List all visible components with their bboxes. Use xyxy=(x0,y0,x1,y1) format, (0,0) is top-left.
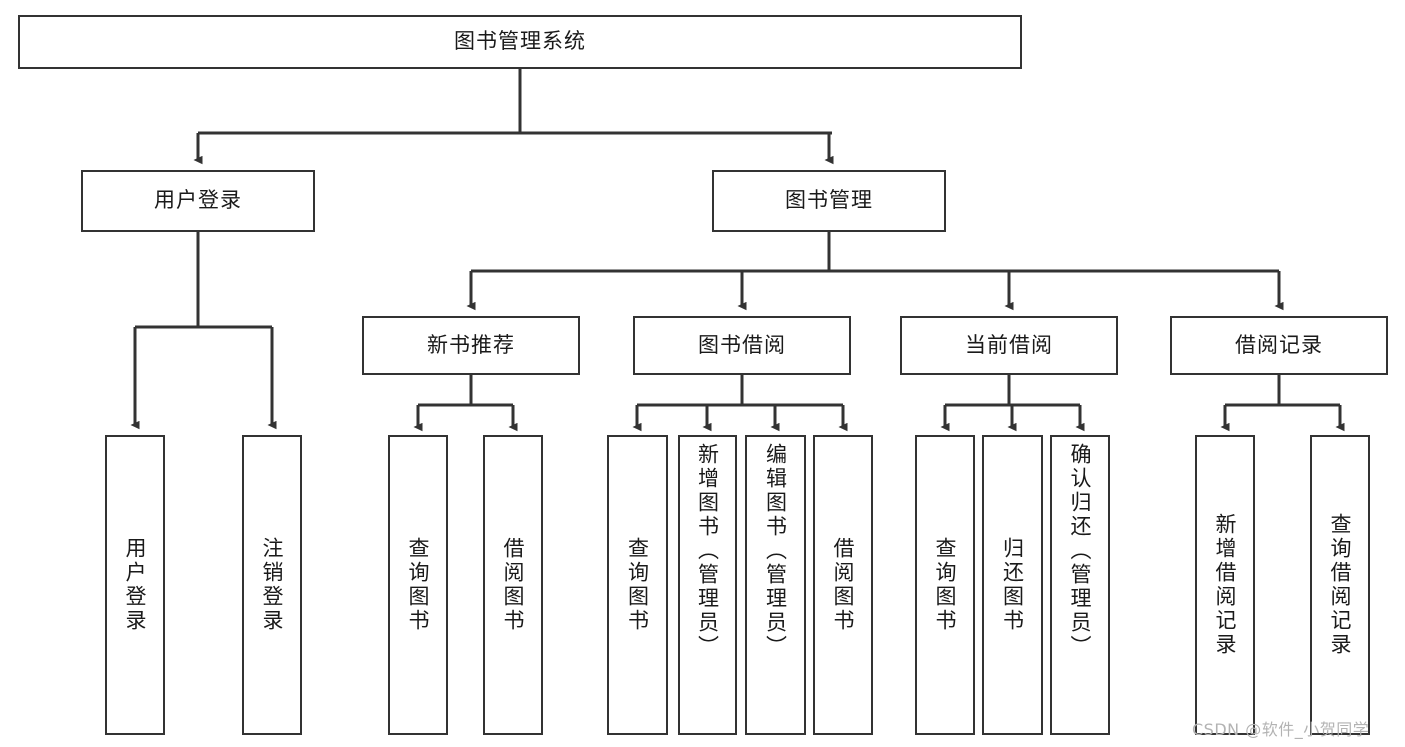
node-leaf-confirm-return-label: 确认归还（管理员） xyxy=(1068,443,1093,659)
node-leaf-confirm-return[interactable]: 确认归还（管理员） xyxy=(1050,435,1110,735)
node-leaf-query-book-a[interactable]: 查询图书 xyxy=(388,435,448,735)
node-leaf-add-record-label: 新增借阅记录 xyxy=(1213,513,1238,657)
node-user-login[interactable]: 用户登录 xyxy=(81,170,315,232)
node-leaf-query-book-b-label: 查询图书 xyxy=(625,537,650,633)
node-current-borrow[interactable]: 当前借阅 xyxy=(900,316,1118,375)
node-leaf-query-book-c[interactable]: 查询图书 xyxy=(915,435,975,735)
node-leaf-query-book-a-label: 查询图书 xyxy=(406,537,431,633)
node-borrow-record[interactable]: 借阅记录 xyxy=(1170,316,1388,375)
node-leaf-return-book[interactable]: 归还图书 xyxy=(982,435,1043,735)
node-borrow-record-label: 借阅记录 xyxy=(1235,332,1323,357)
node-leaf-add-record[interactable]: 新增借阅记录 xyxy=(1195,435,1255,735)
node-leaf-query-book-c-label: 查询图书 xyxy=(933,537,958,633)
node-leaf-add-book[interactable]: 新增图书（管理员） xyxy=(678,435,737,735)
node-leaf-borrow-book-b-label: 借阅图书 xyxy=(831,537,856,633)
node-new-book-rec[interactable]: 新书推荐 xyxy=(362,316,580,375)
node-root-label: 图书管理系统 xyxy=(454,29,586,54)
node-leaf-borrow-book-b[interactable]: 借阅图书 xyxy=(813,435,873,735)
node-leaf-edit-book[interactable]: 编辑图书（管理员） xyxy=(745,435,806,735)
node-leaf-user-login-label: 用户登录 xyxy=(123,537,148,633)
node-leaf-logout-label: 注销登录 xyxy=(260,537,285,633)
node-book-borrow-label: 图书借阅 xyxy=(698,332,786,357)
node-leaf-query-book-b[interactable]: 查询图书 xyxy=(607,435,668,735)
node-user-login-label: 用户登录 xyxy=(154,188,242,213)
node-leaf-edit-book-label: 编辑图书（管理员） xyxy=(763,443,788,659)
node-leaf-borrow-book-a-label: 借阅图书 xyxy=(501,537,526,633)
csdn-watermark: CSDN @软件_小贺同学 xyxy=(1192,720,1370,739)
node-leaf-logout[interactable]: 注销登录 xyxy=(242,435,302,735)
node-root[interactable]: 图书管理系统 xyxy=(18,15,1022,69)
node-leaf-return-book-label: 归还图书 xyxy=(1000,537,1025,633)
node-leaf-borrow-book-a[interactable]: 借阅图书 xyxy=(483,435,543,735)
node-new-book-rec-label: 新书推荐 xyxy=(427,332,515,357)
node-book-manage-label: 图书管理 xyxy=(785,188,873,213)
node-book-manage[interactable]: 图书管理 xyxy=(712,170,946,232)
node-current-borrow-label: 当前借阅 xyxy=(965,332,1053,357)
node-book-borrow[interactable]: 图书借阅 xyxy=(633,316,851,375)
node-leaf-add-book-label: 新增图书（管理员） xyxy=(695,443,720,659)
node-leaf-query-record[interactable]: 查询借阅记录 xyxy=(1310,435,1370,735)
node-leaf-query-record-label: 查询借阅记录 xyxy=(1328,513,1353,657)
node-leaf-user-login[interactable]: 用户登录 xyxy=(105,435,165,735)
